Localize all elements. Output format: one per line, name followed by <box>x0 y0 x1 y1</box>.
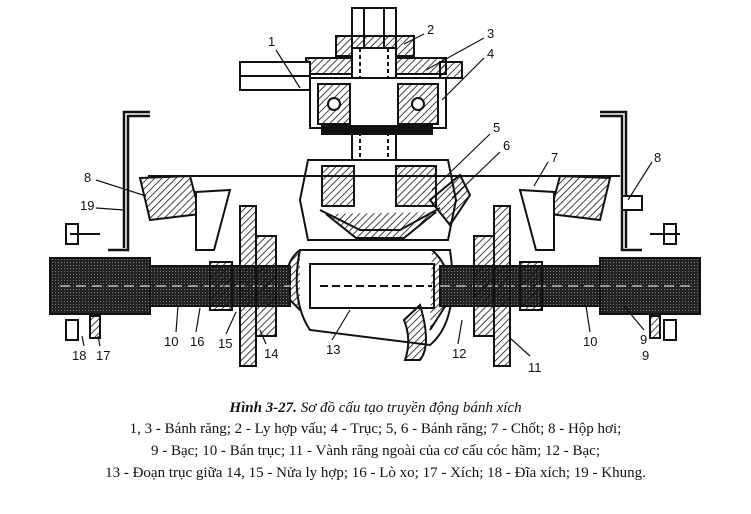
caption-line: 1, 3 - Bánh răng; 2 - Ly hợp vấu; 4 - Tr… <box>129 421 622 437</box>
caption-line: 9 - Bạc; 10 - Bán trục; 11 - Vành răng n… <box>150 443 601 459</box>
figure-number: Hình 3-27. <box>229 400 297 416</box>
part-label: 18 <box>72 348 86 363</box>
figure-caption-title: Hình 3-27. Sơ đồ cấu tạo truyền động bán… <box>0 399 751 418</box>
part-label: 3 <box>487 26 494 41</box>
part-label: 13 <box>326 342 340 357</box>
part-labels: 1 2 3 4 5 6 7 8 8 19 9 10 16 15 14 13 12… <box>72 22 661 375</box>
part-label: 5 <box>493 120 500 135</box>
part-label: 9 <box>642 348 649 363</box>
part-label: 7 <box>551 150 558 165</box>
leader-lines <box>81 33 653 357</box>
part-label: 16 <box>190 334 204 349</box>
air-boxes <box>138 174 643 251</box>
caption-line: 13 - Đoạn trục giữa 14, 15 - Nửa ly hợp;… <box>105 465 646 481</box>
side-frames <box>108 110 642 252</box>
part-label: 17 <box>96 348 110 363</box>
upper-drive-assembly <box>239 7 463 229</box>
bevel-gear-housing <box>148 159 620 241</box>
part-label: 8 <box>84 170 91 185</box>
part-label: 15 <box>218 336 232 351</box>
part-label: 19 <box>80 198 94 213</box>
part-label: 2 <box>427 22 434 37</box>
clutch-flanges <box>209 205 543 367</box>
sprockets <box>65 223 680 341</box>
part-label: 9 <box>640 332 647 347</box>
central-axle <box>285 249 454 361</box>
part-label: 8 <box>654 150 661 165</box>
part-label: 12 <box>452 346 466 361</box>
transmission-diagram: 1 2 3 4 5 6 7 8 8 19 9 10 16 15 14 13 12… <box>49 7 701 375</box>
part-label: 14 <box>264 346 278 361</box>
figure-title: Sơ đồ cấu tạo truyền động bánh xích <box>296 400 522 416</box>
part-label: 6 <box>503 138 510 153</box>
part-label: 10 <box>583 334 597 349</box>
part-label: 4 <box>487 46 494 61</box>
part-label: 10 <box>164 334 178 349</box>
part-label: 11 <box>528 360 542 375</box>
part-label: 1 <box>268 34 275 49</box>
